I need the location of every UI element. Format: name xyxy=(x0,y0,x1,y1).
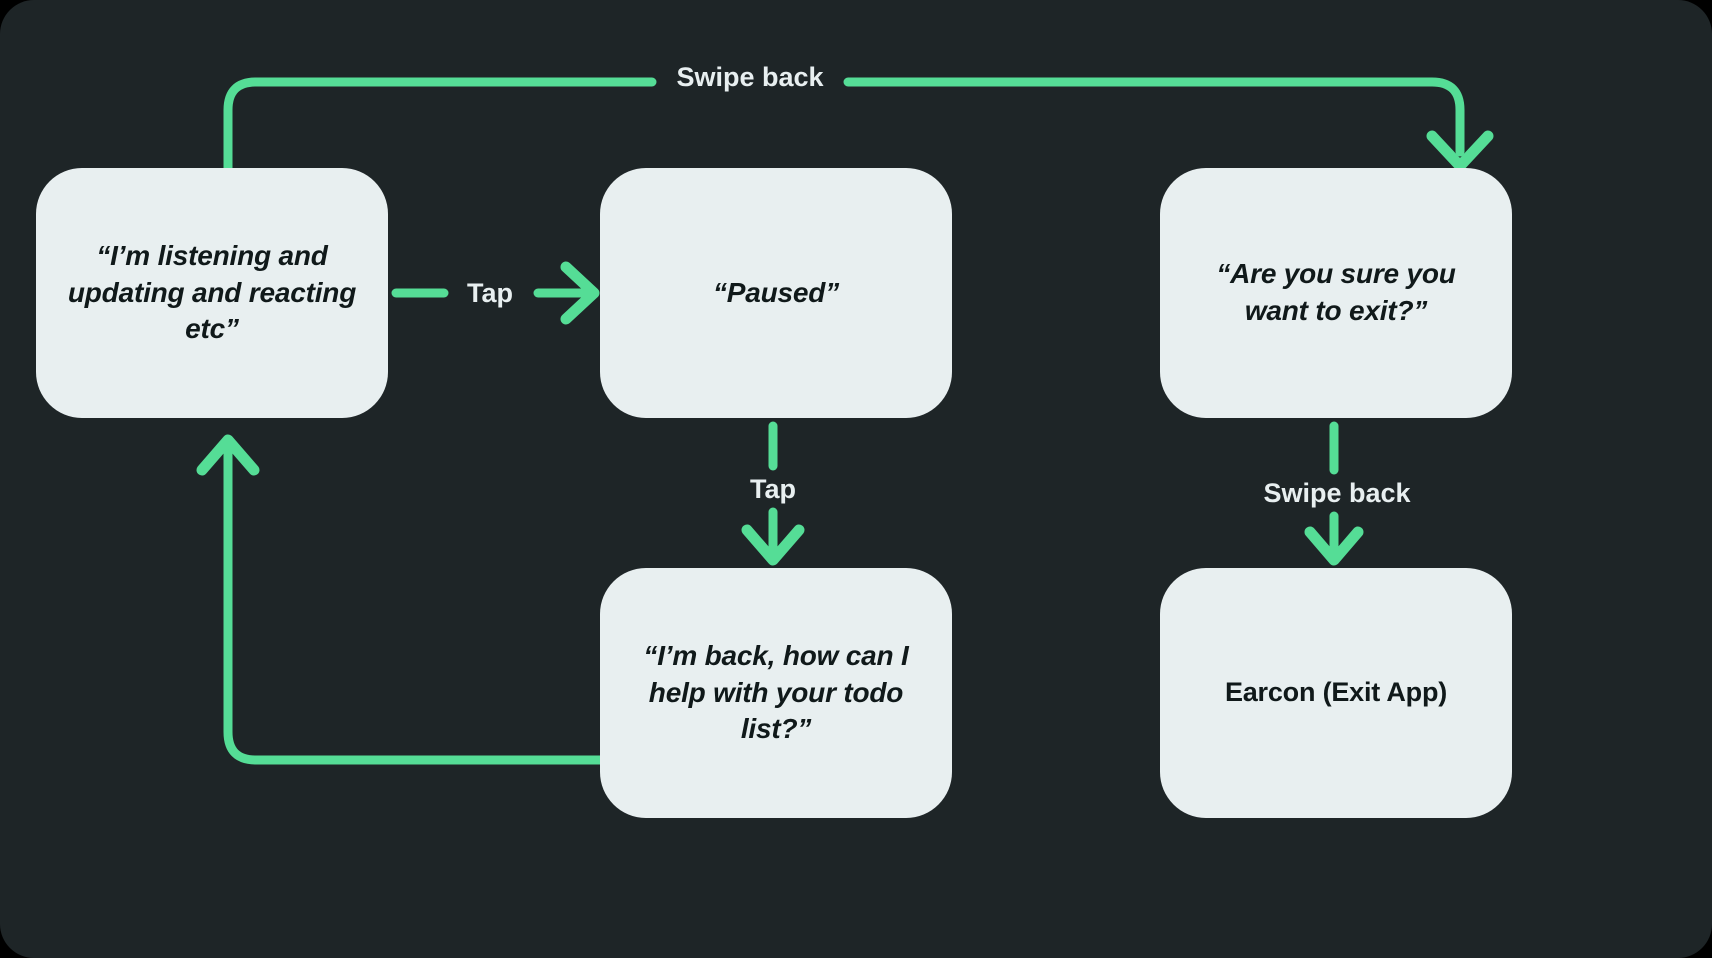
node-earcon-exit-app-label: Earcon (Exit App) xyxy=(1224,677,1448,708)
node-exit-confirm[interactable]: “Are you sure you want to exit?” xyxy=(1160,168,1512,418)
node-listening-label: “I’m listening and updating and reacting… xyxy=(67,239,357,345)
node-paused[interactable]: “Paused” xyxy=(600,168,952,418)
node-listening[interactable]: “I’m listening and updating and reacting… xyxy=(36,168,388,418)
node-earcon-exit-app[interactable]: Earcon (Exit App) xyxy=(1160,568,1512,818)
node-back-label: “I’m back, how can I help with your todo… xyxy=(643,639,909,745)
edge-label-swipe-back-exit-to-earcon: Swipe back xyxy=(1263,478,1411,508)
node-exit-confirm-label: “Are you sure you want to exit?” xyxy=(1216,258,1456,326)
edge-label-tap-listening-to-paused: Tap xyxy=(467,278,513,308)
node-paused-label: “Paused” xyxy=(713,276,839,308)
edge-label-tap-paused-to-back: Tap xyxy=(750,474,796,504)
node-back[interactable]: “I’m back, how can I help with your todo… xyxy=(600,568,952,818)
edge-label-swipe-back-top: Swipe back xyxy=(676,62,824,92)
edge-back-to-listening xyxy=(196,434,605,765)
edge-listening-to-exit xyxy=(223,77,1494,173)
